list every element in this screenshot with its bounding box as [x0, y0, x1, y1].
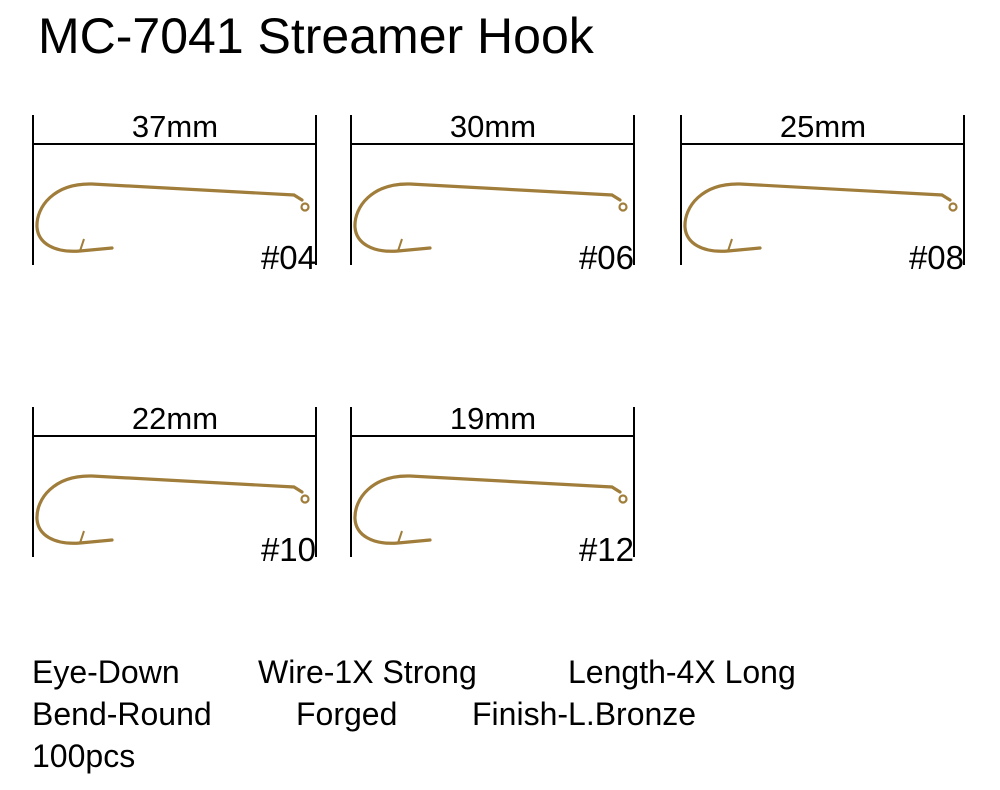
hook-icon — [683, 182, 952, 253]
hook-barb — [727, 238, 733, 252]
hook-diagram — [350, 115, 635, 265]
hook-cell: 19mm #12 — [350, 401, 636, 568]
hook-size: #06 — [578, 239, 634, 276]
hook-icon — [35, 474, 304, 545]
hook-diagram — [680, 115, 965, 265]
hook-eye — [300, 494, 310, 504]
hook-cell: 22mm #10 — [32, 401, 318, 568]
hook-barb — [397, 530, 403, 544]
hook-size: #08 — [908, 239, 964, 276]
hook-length: 22mm — [131, 401, 219, 436]
hook-length: 37mm — [131, 109, 219, 144]
hook-cell: 25mm #08 — [680, 109, 966, 276]
hook-eye — [618, 494, 628, 504]
spec-bend: Bend-Round — [32, 696, 212, 732]
hook-size: #04 — [260, 239, 316, 276]
hook-length: 30mm — [449, 109, 537, 144]
spec-eye: Eye-Down — [32, 654, 180, 690]
hook-eye — [300, 202, 310, 212]
product-title: MC-7041 Streamer Hook — [38, 8, 594, 64]
hook-icon — [35, 182, 304, 253]
hook-size: #10 — [260, 531, 316, 568]
spec-wire: Wire-1X Strong — [258, 654, 477, 690]
spec-length: Length-4X Long — [568, 654, 796, 690]
hook-barb — [397, 238, 403, 252]
hook-icon — [353, 474, 622, 545]
hook-diagram — [350, 407, 635, 557]
hook-length: 19mm — [449, 401, 537, 436]
spec-count: 100pcs — [32, 738, 136, 774]
hook-diagram — [32, 115, 317, 265]
hook-cell: 30mm #06 — [350, 109, 636, 276]
hook-icon — [353, 182, 622, 253]
hook-cell: 37mm #04 — [32, 109, 318, 276]
hook-eye — [948, 202, 958, 212]
hook-diagram — [32, 407, 317, 557]
hook-barb — [79, 530, 85, 544]
hook-size: #12 — [578, 531, 634, 568]
spec-forged: Forged — [296, 696, 398, 732]
hook-barb — [79, 238, 85, 252]
spec-finish: Finish-L.Bronze — [472, 696, 697, 732]
hook-eye — [618, 202, 628, 212]
hook-length: 25mm — [779, 109, 867, 144]
